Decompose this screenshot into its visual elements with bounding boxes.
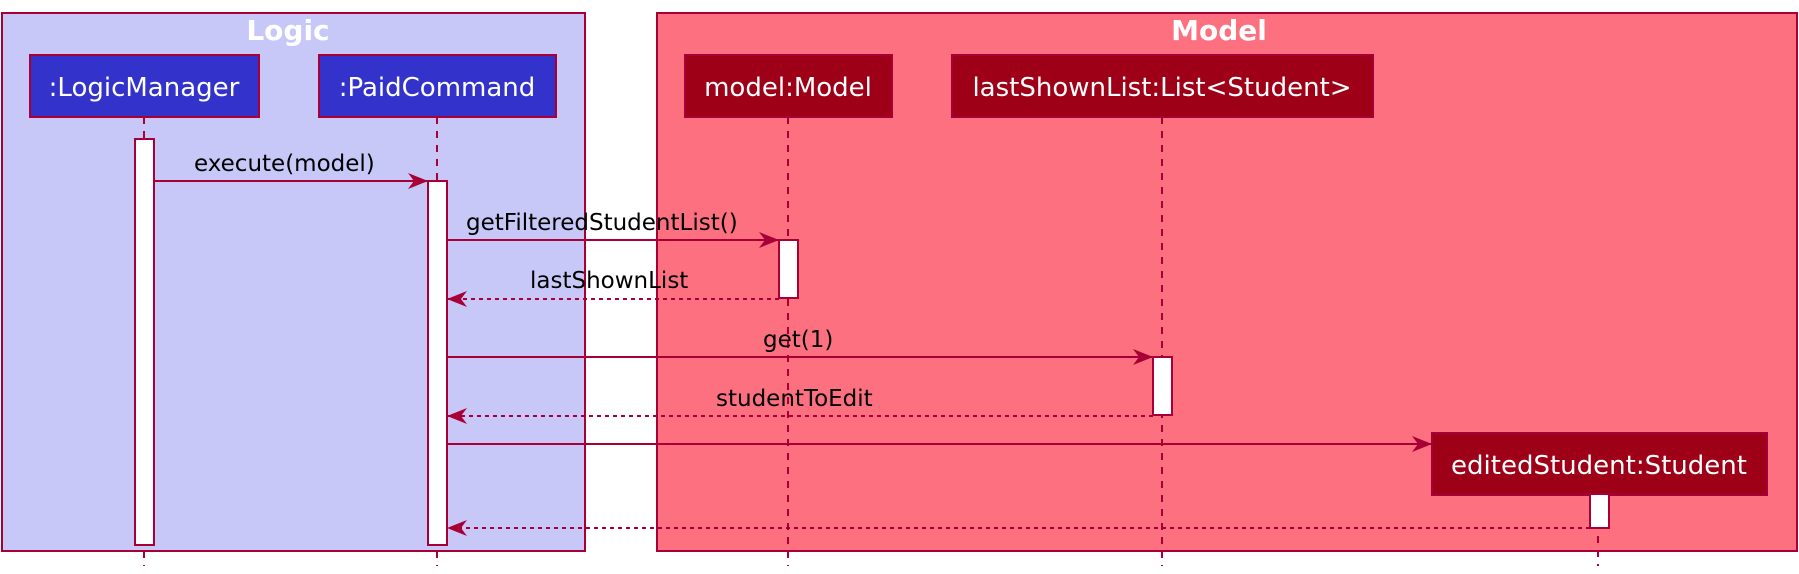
participant-last-shown-list: lastShownList:List<Student> [972,73,1351,103]
activation-last-shown-list [1152,356,1173,416]
participant-logic-manager-box [29,54,260,118]
message-execute-label: execute(model) [194,151,375,177]
participant-logic-manager: :LogicManager [49,73,240,103]
activation-model [778,239,799,299]
participant-paid-command: :PaidCommand [339,73,536,103]
activation-edited-student [1589,493,1610,529]
participant-last-shown-list-box [951,54,1374,118]
participant-paid-command-box [318,54,557,118]
message-get-filtered-label: getFilteredStudentList() [466,210,738,236]
activation-paid-command [427,180,448,546]
participant-model: model:Model [704,73,872,103]
model-box-title: Model [1171,14,1267,47]
message-student-to-edit-return-label: studentToEdit [716,386,873,412]
message-last-shown-return-label: lastShownList [530,268,688,294]
participant-model-box [684,54,893,118]
activation-logic-manager [134,138,155,546]
participant-edited-student: editedStudent:Student [1451,451,1747,481]
participant-edited-student-box [1431,432,1768,496]
message-get-one-label: get(1) [763,327,833,353]
logic-box-title: Logic [246,14,329,47]
